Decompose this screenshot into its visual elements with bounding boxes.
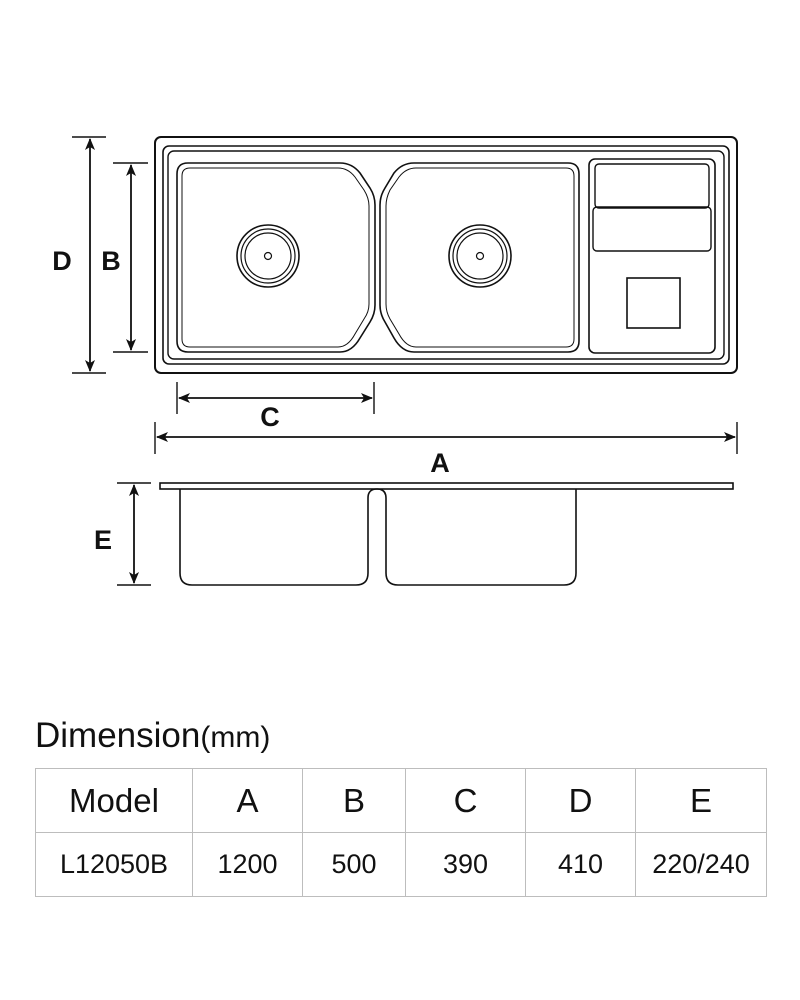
header-a: A: [192, 768, 303, 833]
right-bowl: [379, 162, 580, 353]
cell-e: 220/240: [635, 832, 767, 897]
sink-technical-drawing: D B C A E: [52, 136, 738, 586]
accessory-panel: [588, 158, 716, 354]
dimension-title-main: Dimension: [35, 716, 201, 755]
dimension-title: Dimension(mm): [35, 716, 270, 756]
dimension-a-label: A: [430, 448, 450, 478]
accessory-tray-top: [594, 163, 710, 209]
sink-outer-rim: [154, 136, 738, 374]
table-header-row: Model A B C D E: [35, 768, 767, 833]
sink-inner-rim-2: [167, 150, 725, 360]
sink-side-view: [159, 482, 734, 586]
accessory-tray-bottom: [592, 206, 712, 252]
dimension-d-label: D: [52, 246, 72, 276]
dimension-title-unit: (mm): [200, 721, 271, 754]
header-c: C: [405, 768, 526, 833]
header-e: E: [635, 768, 767, 833]
side-left-bowl: [179, 488, 378, 586]
dimension-e-label: E: [94, 525, 112, 555]
right-drain: [448, 224, 512, 288]
left-drain: [236, 224, 300, 288]
cell-b: 500: [302, 832, 406, 897]
sink-top-view: [154, 136, 738, 374]
side-right-bowl: [376, 488, 577, 586]
table-row: L12050B 1200 500 390 410 220/240: [35, 832, 767, 897]
right-bowl-inner: [385, 167, 575, 348]
left-bowl-inner: [181, 167, 370, 348]
cell-c: 390: [405, 832, 526, 897]
dimension-b-label: B: [101, 246, 121, 276]
header-b: B: [302, 768, 406, 833]
dimension-table: Model A B C D E L12050B 1200 500 390 410…: [35, 768, 767, 897]
header-model: Model: [35, 768, 193, 833]
cell-a: 1200: [192, 832, 303, 897]
header-d: D: [525, 768, 636, 833]
accessory-square: [626, 277, 681, 329]
sink-inner-rim: [162, 145, 730, 365]
cell-d: 410: [525, 832, 636, 897]
dimension-lines: [72, 136, 738, 586]
cell-model: L12050B: [35, 832, 193, 897]
side-rim: [159, 482, 734, 490]
left-bowl: [176, 162, 376, 353]
dimension-c-label: C: [260, 402, 280, 432]
